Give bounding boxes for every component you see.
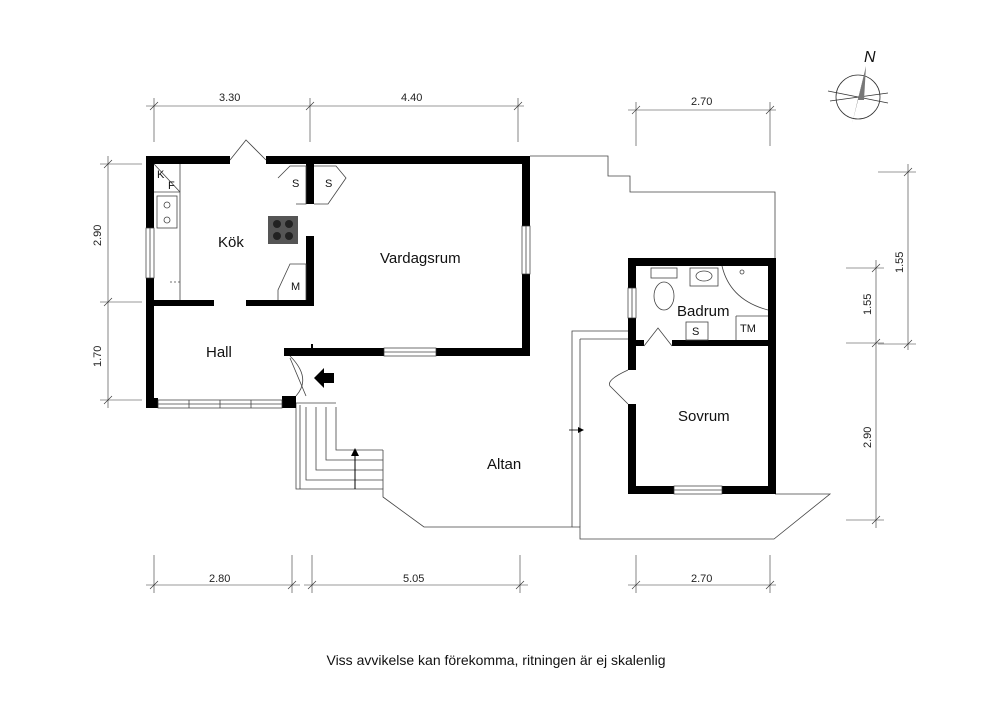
north-compass-icon — [827, 66, 889, 124]
room-label-altan: Altan — [487, 456, 521, 473]
dim-bottom-hall: 2.80 — [209, 573, 230, 585]
walls-annex — [628, 258, 776, 494]
fixture-label-skap-1: S — [292, 178, 299, 190]
fixture-label-tvattmaskin: TM — [740, 323, 756, 335]
walls-main — [146, 156, 530, 408]
doors-main — [229, 139, 334, 397]
kitchen-fixtures — [153, 163, 347, 300]
room-label-vardagsrum: Vardagsrum — [380, 250, 461, 267]
fixture-label-kyl: K — [157, 169, 165, 181]
windows-annex — [627, 287, 723, 495]
dim-top-annex: 2.70 — [691, 96, 712, 108]
dim-right-sovrum: 2.90 — [862, 427, 874, 448]
dim-bottom-altan: 5.05 — [403, 573, 424, 585]
dimension-lines — [100, 98, 916, 593]
fixture-label-skap-2: S — [325, 178, 332, 190]
room-label-sovrum: Sovrum — [678, 408, 730, 425]
dim-right-badrum: 1.55 — [862, 294, 874, 315]
dim-bottom-annex: 2.70 — [691, 573, 712, 585]
dim-top-vardagsrum: 4.40 — [401, 92, 422, 104]
windows-main — [145, 225, 531, 409]
dim-left-kok: 2.90 — [92, 225, 104, 246]
bath-fixtures — [609, 265, 769, 405]
fixture-label-skap-bad: S — [692, 326, 699, 338]
altan-outline — [295, 155, 832, 540]
dim-right-upper: 1.55 — [894, 252, 906, 273]
compass-label: N — [864, 49, 876, 66]
disclaimer-text: Viss avvikelse kan förekomma, ritningen … — [326, 652, 666, 668]
entry-arrow-icon — [314, 368, 334, 388]
fixture-label-frys: F — [168, 180, 175, 192]
room-label-kok: Kök — [218, 234, 244, 251]
room-label-badrum: Badrum — [677, 303, 730, 320]
dim-left-hall: 1.70 — [92, 346, 104, 367]
room-label-hall: Hall — [206, 344, 232, 361]
dim-top-kok: 3.30 — [219, 92, 240, 104]
fixture-label-mikro: M — [291, 281, 300, 293]
